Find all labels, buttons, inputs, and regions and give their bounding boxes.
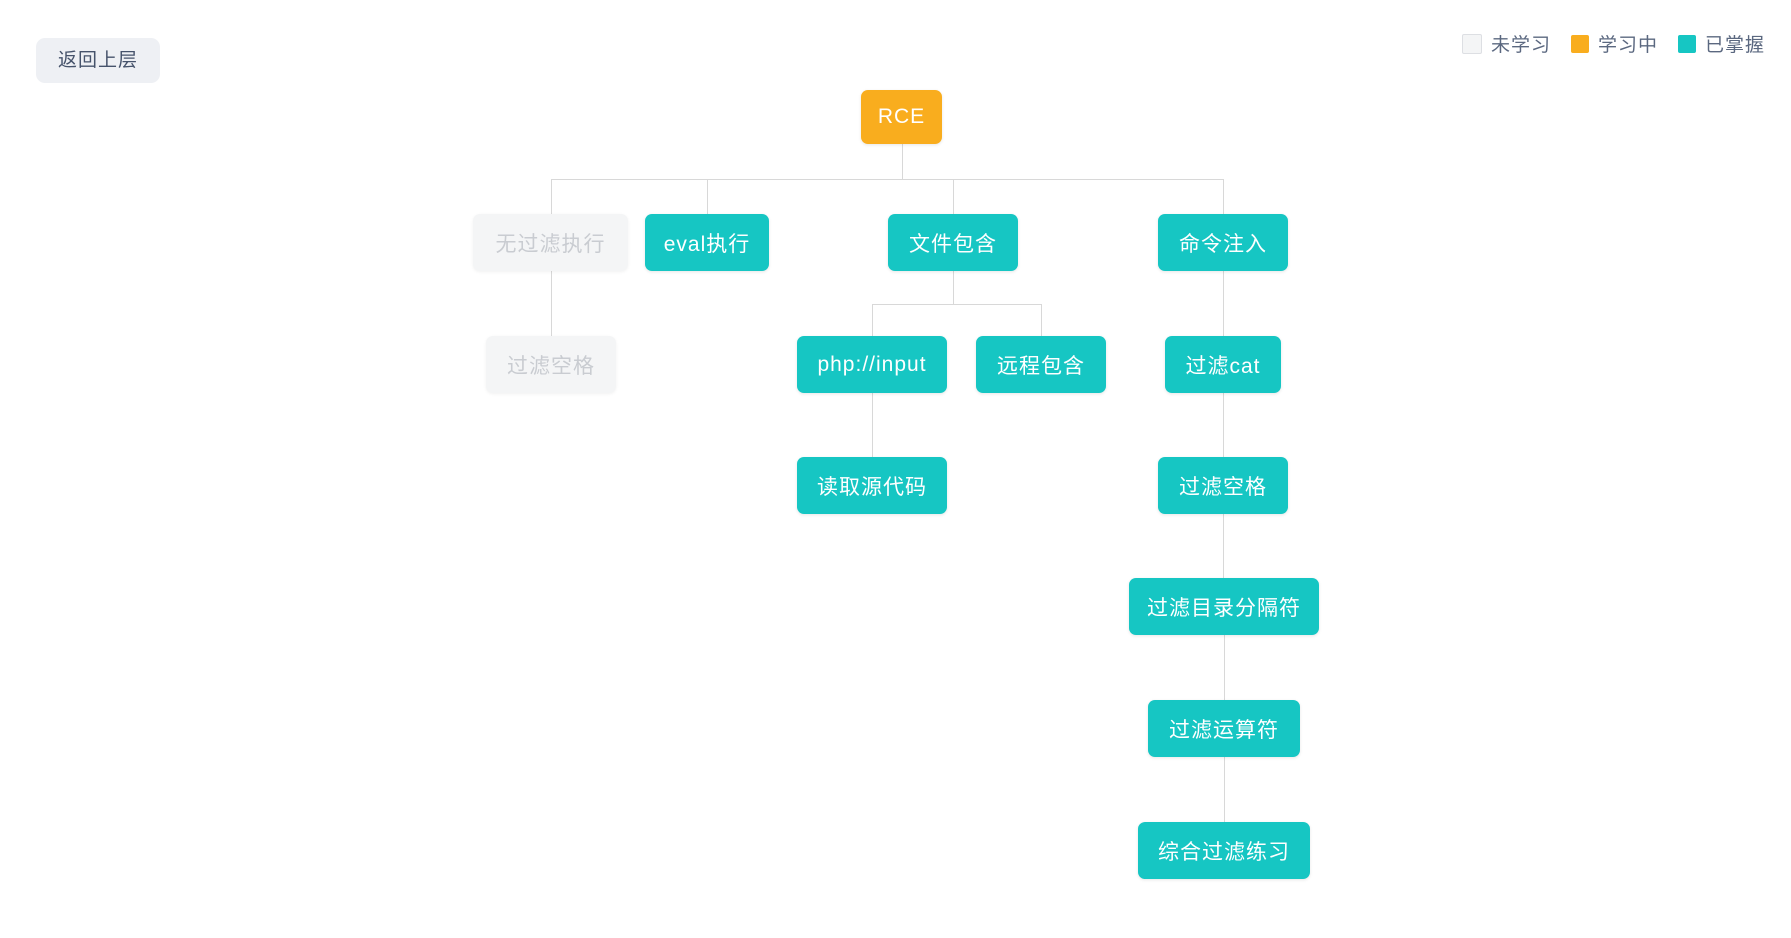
legend: 未学习 学习中 已掌握	[1461, 30, 1765, 57]
tree-node-nofilter[interactable]: 无过滤执行	[473, 214, 628, 271]
tree-node-space1[interactable]: 过滤空格	[486, 336, 616, 393]
tree-node-catfilter[interactable]: 过滤cat	[1165, 336, 1281, 393]
tree-node-rce[interactable]: RCE	[861, 90, 942, 144]
tree-edge-phpinput-readsrc	[872, 393, 873, 457]
tree-node-dirsep[interactable]: 过滤目录分隔符	[1129, 578, 1319, 635]
tree-edge-eval-drop	[707, 179, 708, 214]
tree-edge-fileinc-bus	[872, 304, 1041, 305]
legend-swatch-learning	[1570, 34, 1589, 53]
tree-edge-nofilter-drop	[551, 179, 552, 214]
tree-node-readsrc[interactable]: 读取源代码	[797, 457, 947, 514]
tree-node-practice[interactable]: 综合过滤练习	[1138, 822, 1310, 879]
tree-node-fileinc[interactable]: 文件包含	[888, 214, 1018, 271]
tree-edge-cmdinj-catfilter	[1223, 271, 1224, 336]
back-to-parent-button[interactable]: 返回上层	[36, 38, 161, 83]
tree-edge-catfilter-space2	[1223, 393, 1224, 457]
legend-item-learning: 学习中	[1570, 30, 1658, 57]
legend-item-mastered: 已掌握	[1677, 30, 1765, 57]
tree-edge-remoteinc-drop	[1041, 304, 1042, 336]
tree-edge-cmdinj-drop	[1223, 179, 1224, 214]
tree-edge-operator-practice	[1224, 757, 1225, 822]
legend-item-unlearned: 未学习	[1461, 30, 1551, 57]
tree-node-space2[interactable]: 过滤空格	[1158, 457, 1288, 514]
tree-edge-space2-dirsep	[1223, 514, 1224, 578]
legend-label: 学习中	[1597, 35, 1658, 56]
tree-edge-rce-bus	[551, 179, 1223, 180]
tree-edge-fileinc-stem	[953, 271, 954, 304]
tree-node-eval[interactable]: eval执行	[645, 214, 769, 271]
legend-label: 未学习	[1490, 35, 1551, 56]
tree-edge-phpinput-drop	[872, 304, 873, 336]
tree-node-operator[interactable]: 过滤运算符	[1148, 700, 1300, 757]
legend-swatch-unlearned	[1461, 33, 1482, 54]
legend-swatch-mastered	[1677, 34, 1696, 53]
tree-edge-nofilter-space1	[551, 271, 552, 336]
tree-node-phpinput[interactable]: php://input	[797, 336, 947, 393]
tree-node-cmdinj[interactable]: 命令注入	[1158, 214, 1288, 271]
tree-node-remoteinc[interactable]: 远程包含	[976, 336, 1106, 393]
legend-label: 已掌握	[1704, 35, 1765, 56]
tree-edge-rce-stem	[902, 144, 903, 179]
tree-edge-fileinc-drop	[953, 179, 954, 214]
tree-edge-dirsep-operator	[1224, 635, 1225, 700]
